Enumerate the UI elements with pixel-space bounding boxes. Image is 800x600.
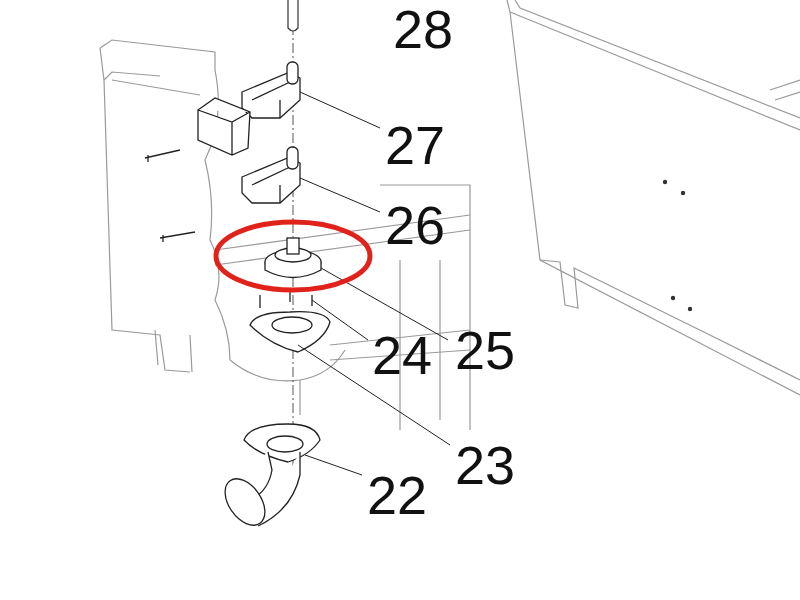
bracket bbox=[252, 82, 290, 118]
highlight-ellipse bbox=[216, 222, 370, 290]
grille bbox=[770, 80, 800, 100]
bracket-pin bbox=[287, 62, 298, 84]
callout-number: 22 bbox=[367, 468, 427, 522]
callout-number: 25 bbox=[455, 323, 515, 377]
pump-nozzle bbox=[287, 238, 299, 254]
leader-line bbox=[300, 178, 380, 212]
callout-number: 28 bbox=[393, 2, 453, 56]
drain-box bbox=[230, 350, 345, 415]
rod bbox=[288, 0, 298, 31]
outlet-mouth bbox=[217, 472, 273, 533]
callout-number: 26 bbox=[385, 198, 445, 252]
pump-base bbox=[265, 262, 321, 278]
machine-foot bbox=[155, 330, 192, 372]
machine-right bbox=[510, 0, 800, 130]
callout-number: 24 bbox=[372, 328, 432, 382]
outlet-hole bbox=[267, 436, 303, 452]
leader-line bbox=[312, 300, 368, 340]
screw bbox=[145, 150, 195, 242]
machine-right bbox=[507, 0, 800, 395]
gasket bbox=[250, 312, 330, 352]
machine-body bbox=[104, 72, 200, 95]
bracket bbox=[252, 167, 290, 203]
machine-body bbox=[100, 48, 190, 372]
leader-line bbox=[305, 455, 362, 475]
leader-line bbox=[300, 92, 380, 128]
callout-number: 23 bbox=[455, 438, 515, 492]
callout-number: 27 bbox=[385, 118, 445, 172]
bracket-pin bbox=[287, 147, 298, 169]
machine-body bbox=[100, 40, 215, 70]
screw-holes bbox=[663, 180, 692, 311]
machine-frame bbox=[380, 185, 470, 430]
machine-right-foot bbox=[540, 260, 800, 380]
mount-block bbox=[198, 98, 250, 155]
gasket-hole bbox=[272, 317, 312, 333]
